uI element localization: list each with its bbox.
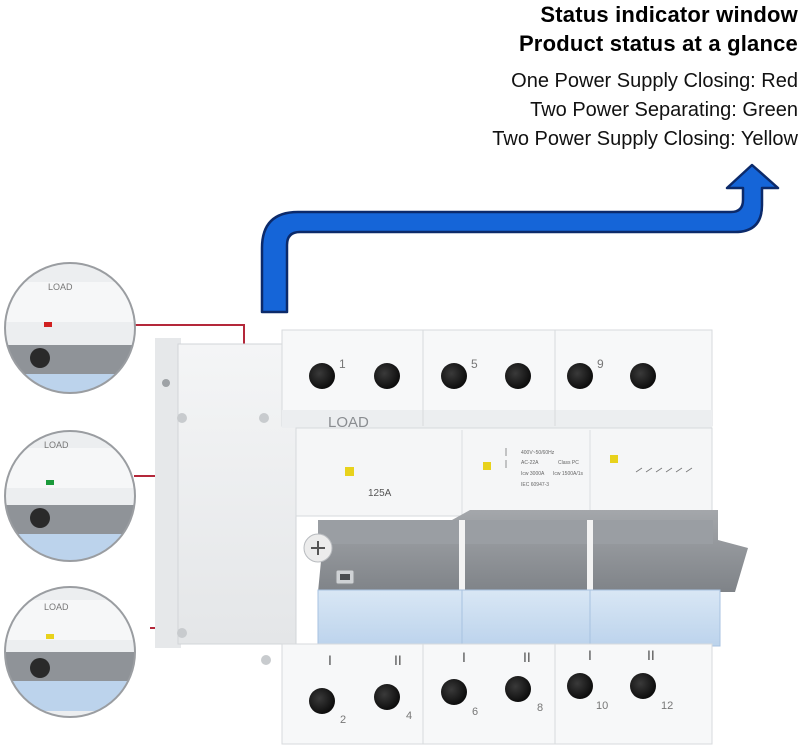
inset-red-indicator: LOAD: [5, 263, 135, 393]
headline-title: Status indicator window: [540, 2, 798, 27]
terminal-label-1: 1: [339, 357, 346, 371]
terminal-label-6: 6: [472, 706, 478, 718]
terminal-label-2: 2: [340, 714, 346, 726]
terminal-label-8: 8: [537, 702, 543, 714]
red-indicator-icon: [44, 322, 52, 327]
status-indicator-window: [483, 462, 491, 470]
rating-label: 125A: [368, 488, 392, 499]
terminal-label-10: 10: [596, 700, 608, 712]
terminal-label-12: 12: [661, 700, 673, 712]
spec-icw: Icw 3000A: [521, 471, 545, 477]
spec-class: Class PC: [558, 460, 579, 466]
inset-green-indicator: LOAD: [5, 431, 135, 561]
status-indicator-window: [345, 467, 354, 476]
roman-mark: I: [462, 649, 466, 665]
circuit-diagram-icon: [505, 448, 693, 473]
terminal-label-4: 4: [406, 710, 412, 722]
roman-mark: I: [588, 647, 592, 663]
transfer-switch-device: 1 5 9 LOAD 125A 400V~50/60Hz AC-22A Clas…: [155, 329, 748, 745]
inset-load-label: LOAD: [44, 602, 69, 612]
headline-subtitle: Product status at a glance: [518, 31, 798, 56]
inset-load-label: LOAD: [48, 282, 73, 292]
green-indicator-icon: [46, 480, 54, 485]
load-label: LOAD: [328, 414, 369, 431]
status-line-red: One Power Supply Closing: Red: [511, 70, 798, 92]
blue-arrow-icon: [260, 163, 780, 314]
spec-utilization: AC-22A: [521, 460, 539, 466]
spec-standard: IEC 60947-3: [521, 482, 549, 488]
status-line-green: Two Power Separating: Green: [530, 99, 798, 121]
spec-icw-time: Icw 1500A/1s: [553, 471, 584, 477]
inset-yellow-indicator: LOAD: [5, 587, 135, 717]
roman-mark: II: [647, 647, 655, 663]
status-line-yellow: Two Power Supply Closing: Yellow: [492, 128, 798, 150]
terminal-label-5: 5: [471, 357, 478, 371]
roman-mark: I: [328, 652, 332, 668]
terminal-label-9: 9: [597, 357, 604, 371]
spec-voltage: 400V~50/60Hz: [521, 450, 555, 456]
yellow-indicator-icon: [46, 634, 54, 639]
roman-mark: II: [394, 652, 402, 668]
inset-load-label: LOAD: [44, 440, 69, 450]
status-indicator-window: [610, 455, 618, 463]
roman-mark: II: [523, 649, 531, 665]
